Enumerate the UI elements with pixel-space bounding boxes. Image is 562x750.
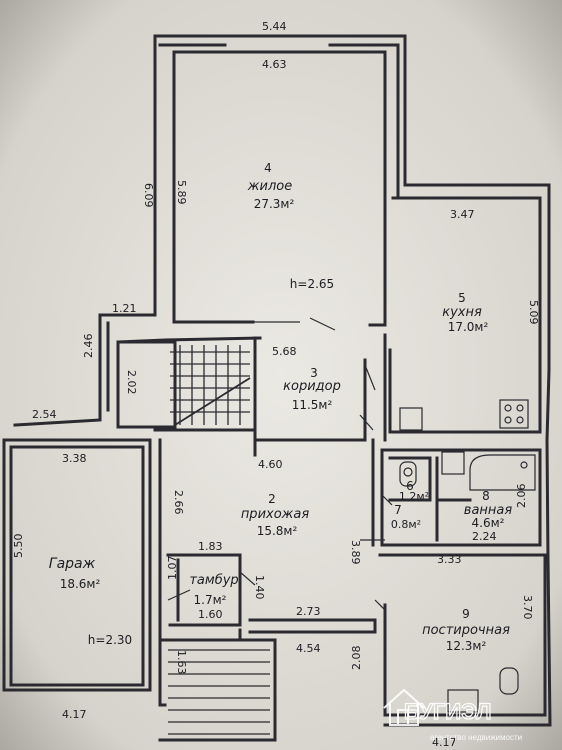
wc-area: 1.2м² bbox=[399, 490, 429, 503]
dim-laundry-left: 2.08 bbox=[350, 646, 363, 671]
bathroom-name: ванная bbox=[464, 503, 513, 518]
garage-area: 18.6м² bbox=[60, 577, 101, 591]
dim-bathroom-bottom: 2.24 bbox=[472, 530, 497, 543]
dim-vestibule-top: 1.83 bbox=[198, 540, 223, 553]
dim-stair-top: 5.68 bbox=[272, 345, 297, 358]
dim-stair-left-inner: 2.02 bbox=[125, 370, 138, 395]
closet-area: 0.8м² bbox=[391, 518, 421, 531]
stair-treads bbox=[168, 345, 270, 735]
dim-corridor-bottom: 4.60 bbox=[258, 458, 283, 471]
laundry-name: постирочная bbox=[422, 623, 510, 638]
washer-icon bbox=[447, 689, 479, 713]
doors bbox=[167, 317, 393, 611]
dimension-labels: 5.44 4.63 6.09 5.89 3.47 5.09 1.21 2.46 … bbox=[12, 20, 540, 749]
closet-number: 7 bbox=[394, 503, 402, 517]
bathroom-number: 8 bbox=[482, 489, 490, 503]
dim-stair-left-outer: 2.46 bbox=[82, 334, 95, 359]
dim-hall-bottom: 2.73 bbox=[296, 605, 321, 618]
bathroom-sink-icon bbox=[441, 451, 465, 475]
kitchen-sink-icon bbox=[399, 407, 423, 431]
living-height: h=2.65 bbox=[290, 277, 334, 291]
kitchen-area: 17.0м² bbox=[448, 320, 489, 334]
dim-bathroom-right: 2.06 bbox=[515, 484, 528, 509]
fixtures bbox=[399, 399, 536, 713]
vestibule-area: 1.7м² bbox=[194, 593, 227, 607]
bathtub-icon bbox=[469, 454, 536, 491]
dim-top-outer: 5.44 bbox=[262, 20, 287, 33]
dim-laundry-top: 3.33 bbox=[437, 553, 462, 566]
dim-kitchen-top: 3.47 bbox=[450, 208, 475, 221]
living-area: 27.3м² bbox=[254, 197, 295, 211]
walls bbox=[2, 34, 552, 742]
kitchen-name: кухня bbox=[442, 305, 482, 320]
dim-garage-offset: 2.54 bbox=[32, 408, 57, 421]
hall-number: 2 bbox=[268, 492, 276, 506]
dim-living-left-outer: 6.09 bbox=[142, 183, 155, 208]
dim-top-inner: 4.63 bbox=[262, 58, 287, 71]
dim-hall-right: 3.89 bbox=[349, 540, 362, 565]
hall-area: 15.8м² bbox=[257, 524, 298, 538]
dim-garage-left: 5.50 bbox=[12, 534, 25, 559]
corridor-number: 3 bbox=[310, 366, 318, 380]
hall-name: прихожая bbox=[241, 507, 310, 522]
dim-garage-bottom: 4.17 bbox=[62, 708, 87, 721]
dim-laundry-bottom: 4.17 bbox=[432, 736, 457, 749]
living-name: жилое bbox=[247, 179, 292, 194]
dim-stair-step: 1.21 bbox=[112, 302, 137, 315]
toilet-icon bbox=[399, 461, 417, 487]
living-number: 4 bbox=[264, 161, 272, 175]
dim-garage-top: 3.38 bbox=[62, 452, 87, 465]
watermark-brand: БУГИЭЛ bbox=[404, 699, 491, 724]
wc-number: 6 bbox=[406, 479, 414, 493]
bathroom-area: 4.6м² bbox=[472, 516, 505, 530]
laundry-area: 12.3м² bbox=[446, 639, 487, 653]
dim-vestibule-left: 1.07 bbox=[166, 556, 179, 581]
dim-vestibule-bottom: 1.60 bbox=[198, 608, 223, 621]
watermark: БУГИЭЛ агентство недвижимости bbox=[383, 688, 522, 742]
corridor-name: коридор bbox=[283, 379, 341, 394]
vestibule-name: тамбур bbox=[189, 573, 238, 588]
stove-icon bbox=[499, 399, 529, 429]
dim-kitchen-right: 5.09 bbox=[527, 300, 540, 325]
kitchen-number: 5 bbox=[458, 291, 466, 305]
watermark-tagline: агентство недвижимости bbox=[430, 733, 522, 742]
dim-hall-left: 2.66 bbox=[172, 490, 185, 515]
room-labels: 4 жилое 27.3м² h=2.65 5 кухня 17.0м² 3 к… bbox=[49, 161, 513, 653]
dim-stair2-left: 1.63 bbox=[175, 650, 188, 675]
dim-stair2-bottom: 4.54 bbox=[296, 642, 321, 655]
dim-laundry-right: 3.70 bbox=[521, 595, 534, 620]
corridor-area: 11.5м² bbox=[292, 398, 333, 412]
garage-height: h=2.30 bbox=[88, 633, 132, 647]
dim-vestibule-right: 1.40 bbox=[253, 575, 266, 600]
laundry-number: 9 bbox=[462, 607, 470, 621]
garage-name: Гараж bbox=[49, 556, 96, 572]
laundry-toilet-icon bbox=[499, 667, 519, 695]
dim-living-left-inner: 5.89 bbox=[175, 180, 188, 205]
house-logo-icon bbox=[383, 688, 425, 726]
